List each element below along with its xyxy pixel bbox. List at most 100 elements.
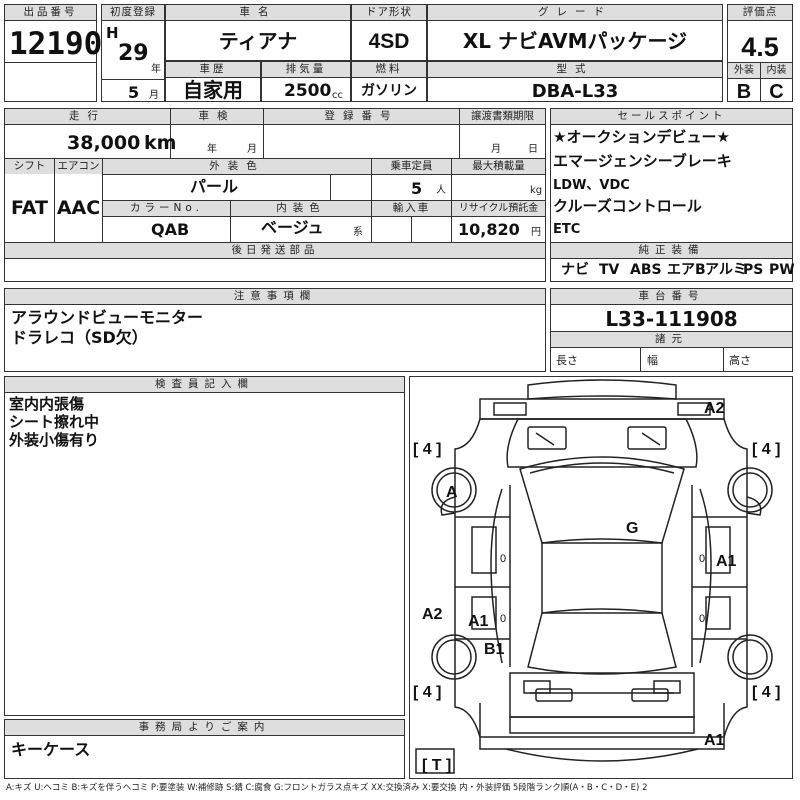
score-label: 評価点 [728, 5, 792, 20]
history: 自家用 [183, 78, 243, 102]
zero-mark: 0 [699, 553, 706, 565]
equipment-item: PW [769, 262, 795, 278]
transfer-month-unit: 月 [491, 144, 501, 155]
color-no: QAB [151, 220, 190, 239]
inspection-label: 車検 [171, 109, 263, 124]
height-label: 高さ [729, 354, 751, 367]
car-name: ティアナ [218, 29, 298, 53]
tire-mark: [ 4 ] [413, 684, 442, 701]
import-label: 輸入車 [372, 201, 451, 216]
interior-grade: C [769, 81, 784, 103]
car-name-label: 車名 [166, 5, 350, 20]
damage-mark: A1 [704, 732, 725, 749]
fuel: ガソリン [361, 83, 417, 99]
shift-label: シフト [5, 159, 54, 174]
equipment-item: ナビ [561, 262, 589, 278]
exterior-label: 外装 [728, 63, 760, 78]
later-parts-label: 後日発送部品 [5, 243, 545, 258]
car-outline-diagram [415, 379, 773, 774]
score-cell: 評価点 4.5 外装 内装 B C [727, 4, 793, 102]
ext-color: パール [190, 177, 239, 196]
zero-mark: 0 [500, 613, 507, 625]
registration-month: 5 [128, 83, 140, 102]
model: DBA-L33 [531, 81, 619, 102]
year-unit: 年 [151, 64, 161, 75]
int-color-label: 内装色 [231, 201, 371, 216]
sales-point-item: ★オークションデビュー★ [553, 128, 730, 146]
spec-label: 諸元 [551, 332, 792, 347]
month-unit: 月 [149, 90, 159, 101]
fuel-label: 燃料 [352, 62, 426, 77]
grade: XL ナビAVMパッケージ [462, 29, 688, 53]
int-color-unit: 系 [353, 227, 363, 238]
tire-mark: [ 4 ] [752, 441, 781, 458]
inspector-label: 検査員記入欄 [5, 377, 404, 392]
door-label: ドア形状 [352, 5, 426, 20]
first-registration-cell: 初度登録 H 29 年 5 月 [101, 4, 165, 102]
damage-mark: A2 [704, 400, 725, 417]
int-color: ベージュ [261, 218, 324, 237]
notes-line: アラウンドビューモニター [11, 308, 204, 327]
inspector-line: 室内内張傷 [9, 395, 85, 413]
legend-footer: A:キズ U:ヘコミ B:キズを伴うヘコミ P:要塗装 W:補修跡 S:錆 C:… [6, 783, 648, 793]
lot-number-cell: 出品番号 12190 [4, 4, 102, 102]
color-no-label: カラーNo. [103, 201, 230, 216]
max-load-label: 最大積載量 [452, 159, 545, 174]
notes-label: 注意事項欄 [5, 289, 545, 304]
car-diagram-box: [ 4 ] [ 4 ] [ 4 ] [ 4 ] [ T ] A2 A G A1 … [409, 376, 793, 779]
chassis-number: L33-111908 [605, 307, 738, 331]
history-label: 車歴 [166, 62, 260, 77]
exterior-grade: B [736, 81, 752, 103]
damage-mark: A1 [468, 613, 489, 630]
first-registration-label: 初度登録 [102, 5, 164, 20]
ac: AAC [56, 197, 101, 219]
score: 4.5 [741, 32, 779, 62]
chassis-box: 車台番号 L33-111908 諸元 長さ 幅 高さ [550, 288, 793, 372]
inspector-line: シート擦れ中 [9, 413, 100, 431]
grade-cell: グレード XL ナビAVMパッケージ [427, 4, 723, 61]
inspection-year-unit: 年 [207, 144, 217, 155]
mileage-unit: km [144, 132, 177, 154]
reg-number-label: 登録番号 [264, 109, 459, 124]
car-name-cell: 車名 ティアナ [165, 4, 351, 61]
damage-mark: B1 [484, 641, 505, 658]
equipment-item: TV [599, 262, 620, 278]
shift: FAT [11, 197, 48, 219]
displacement-unit: cc [332, 90, 343, 101]
era-letter: H [106, 24, 119, 42]
tire-mark: [ T ] [422, 757, 452, 774]
sales-point-label: セールスポイント [551, 109, 792, 124]
equipment-label: 純正装備 [551, 243, 792, 258]
recycle-label: リサイクル預託金 [452, 201, 545, 216]
inspector-line: 外装小傷有り [9, 431, 100, 449]
door-type: 4SD [368, 30, 410, 53]
mileage: 38,000 [67, 132, 141, 154]
grade-label: グレード [428, 5, 722, 20]
recycle-unit: 円 [531, 227, 541, 238]
ac-label: エアコン [55, 159, 102, 174]
capacity-unit: 人 [436, 185, 446, 196]
capacity: 5 [411, 179, 423, 198]
registration-year: 29 [118, 41, 149, 66]
damage-mark: G [626, 520, 639, 537]
zero-mark: 0 [699, 613, 706, 625]
length-label: 長さ [556, 354, 578, 367]
door-cell: ドア形状 4SD [351, 4, 427, 61]
sales-point-item: クルーズコントロール [553, 197, 702, 215]
damage-mark: A2 [422, 606, 443, 623]
sales-point-item: ETC [553, 222, 581, 237]
damage-mark: A [446, 484, 458, 501]
interior-label: 内装 [761, 63, 792, 78]
lot-number: 12190 [9, 26, 103, 62]
vehicle-info-block: 走行 車検 登録番号 譲渡書類期限 38,000 km 年 月 月 日 シフト … [4, 108, 546, 282]
zero-mark: 0 [500, 553, 507, 565]
notes-box: 注意事項欄 アラウンドビューモニター ドラレコ（SD欠） [4, 288, 546, 372]
equipment-item: PS [743, 262, 764, 278]
equipment-item: アルミ [705, 262, 747, 278]
chassis-label: 車台番号 [551, 289, 792, 304]
max-load-unit: kg [530, 185, 543, 196]
model-cell: 型式 DBA-L33 [427, 61, 723, 102]
capacity-label: 乗車定員 [372, 159, 451, 174]
displacement: 2500 [284, 81, 332, 101]
model-label: 型式 [428, 62, 722, 77]
